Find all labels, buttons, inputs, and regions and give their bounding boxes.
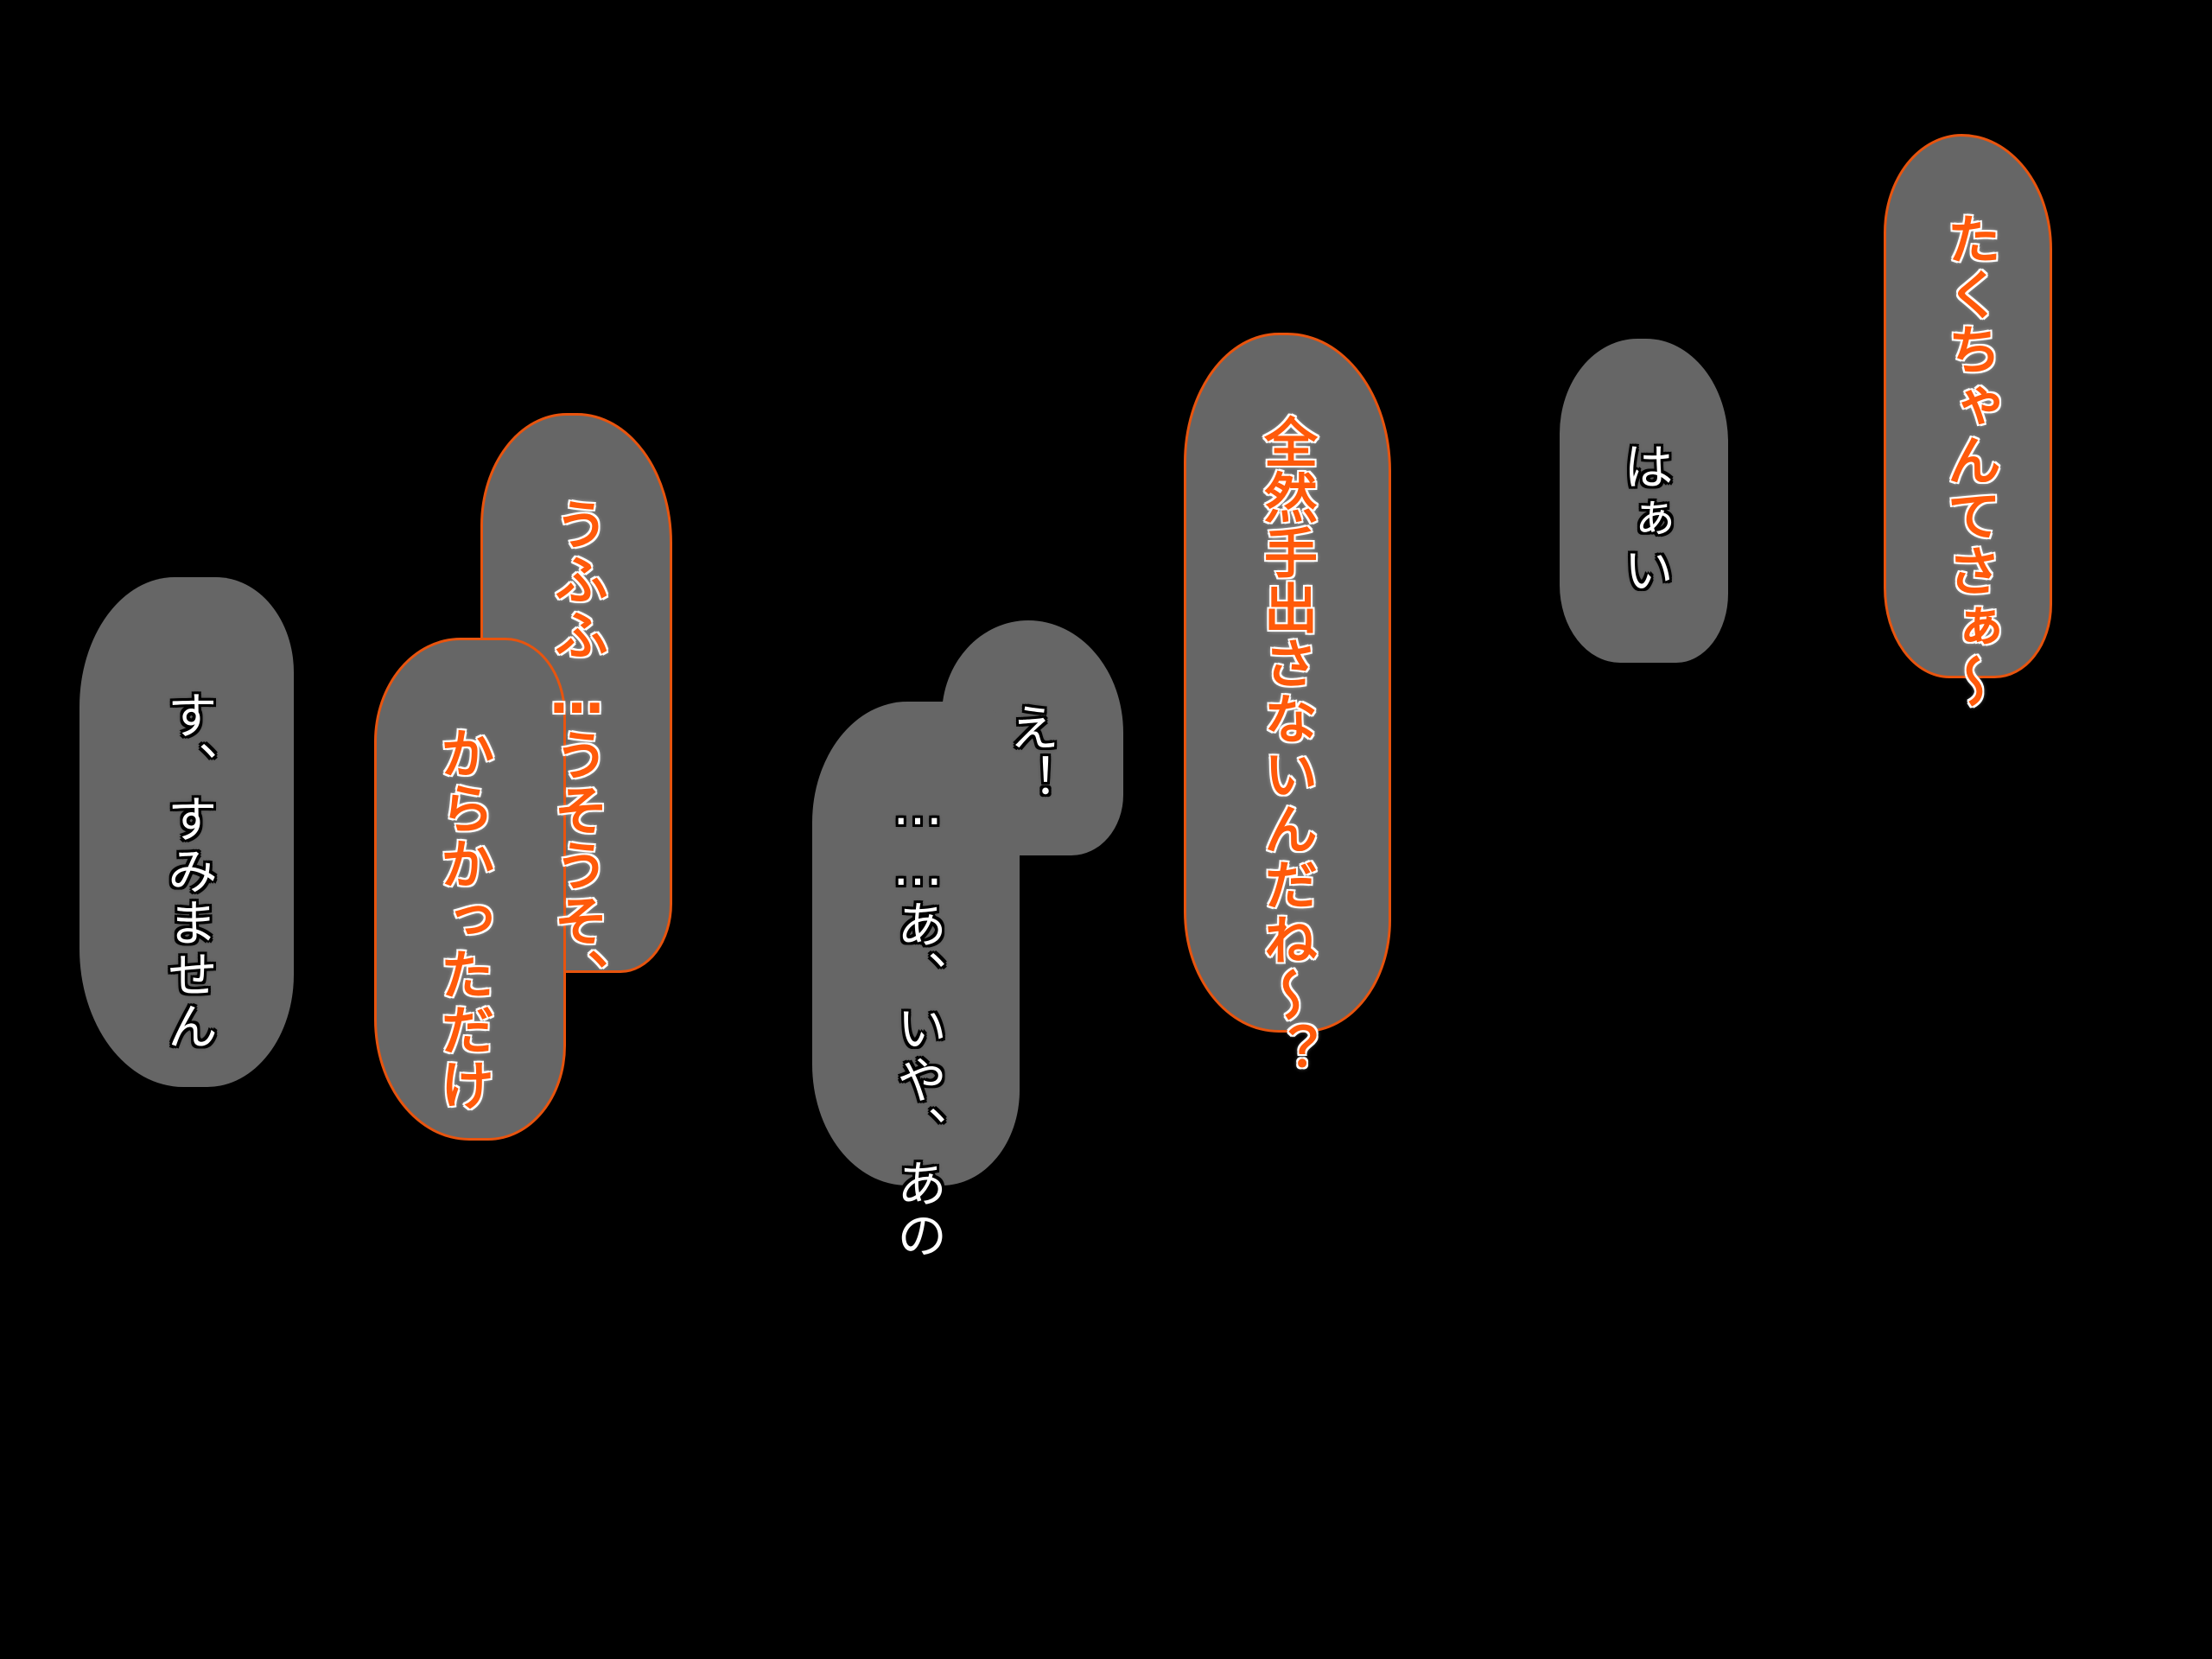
speech-bubble-5b — [374, 638, 566, 1141]
speech-bubble-6 — [79, 577, 294, 1087]
speech-text-3: 全然手出さないんだね〜？ — [1254, 414, 1319, 1080]
speech-bubble-2 — [1560, 339, 1728, 663]
speech-bubble-1 — [1884, 134, 2052, 678]
speech-text-5: ……あ、いや、あの — [888, 778, 947, 1262]
speech-bubble-4b — [812, 702, 1020, 1185]
speech-text-8: す、すみません — [159, 690, 218, 1052]
speech-text-4: え！ — [1001, 702, 1059, 805]
speech-text-1: たくちゃんてさぁ〜 — [1937, 211, 2003, 711]
speech-text-6: うふふ…うそうそ、 — [544, 496, 610, 1006]
speech-bubble-3 — [1184, 333, 1391, 1033]
speech-text-2: はぁい — [1615, 441, 1674, 596]
speech-text-7: からかっただけ — [430, 725, 496, 1115]
